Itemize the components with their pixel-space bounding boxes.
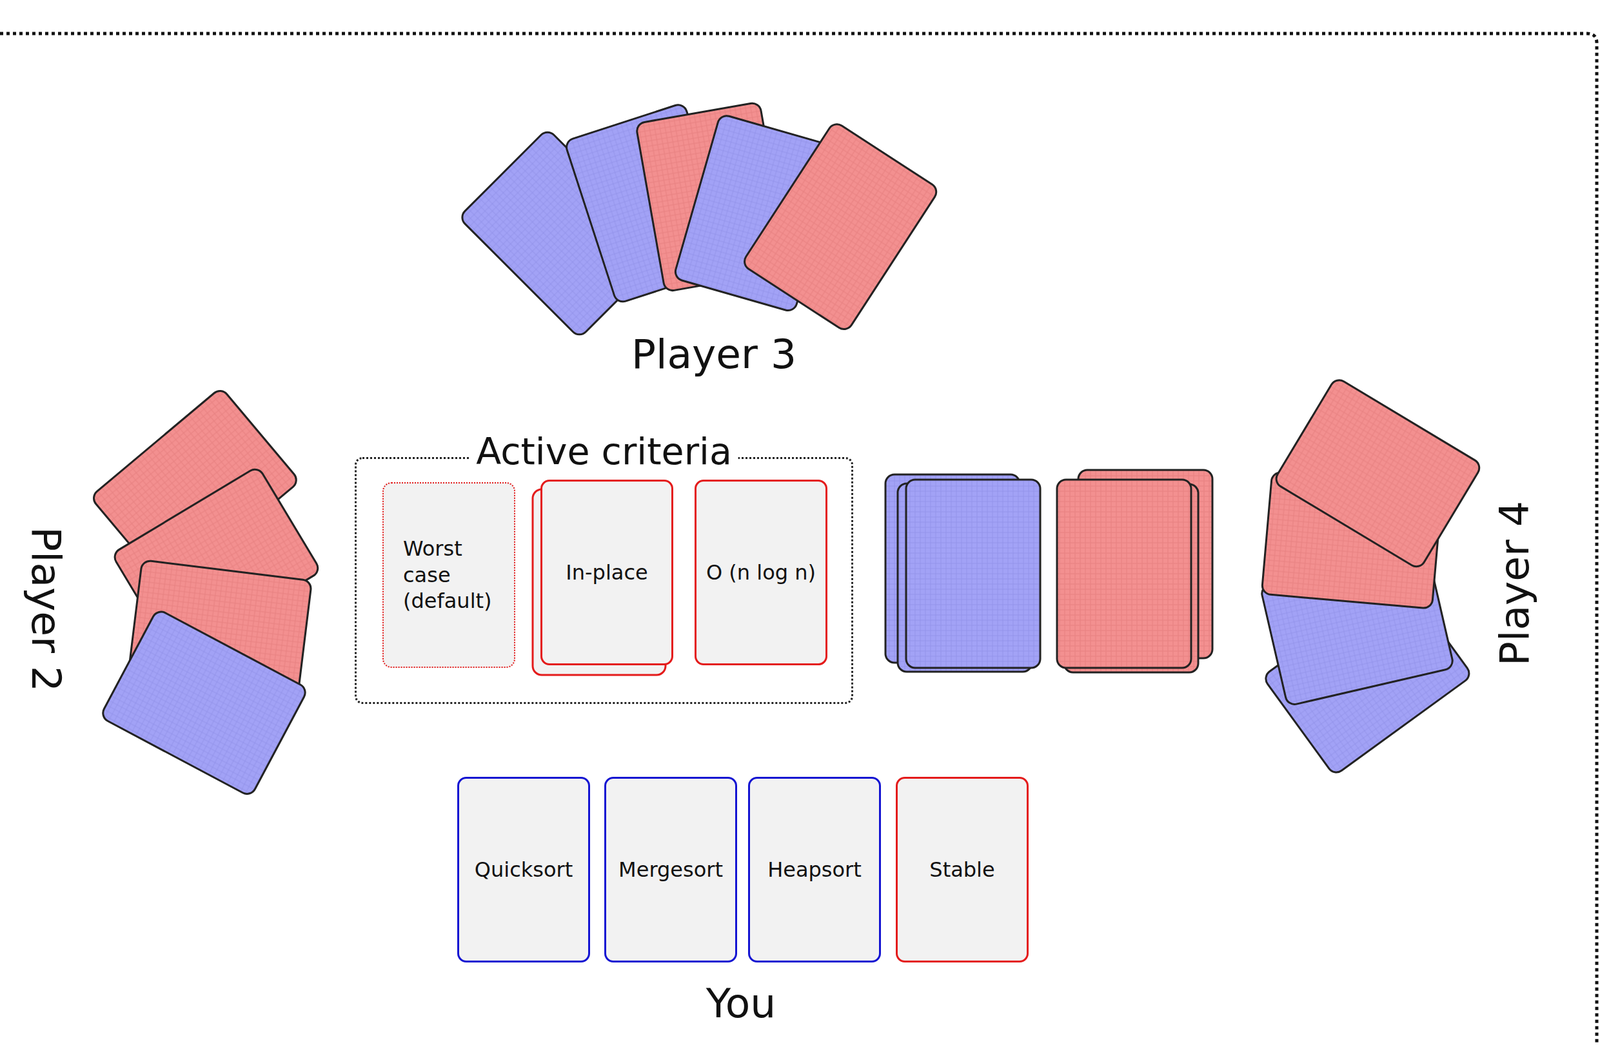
table-border (0, 33, 1597, 1045)
card-back (906, 479, 1041, 669)
player-label: Player 2 (25, 526, 67, 692)
player-hand (458, 101, 940, 339)
player-hand (90, 387, 322, 798)
criteria-area: Active criteriaWorst case (default)In-pl… (354, 457, 854, 705)
card-back (740, 120, 940, 333)
card-back (1056, 479, 1192, 669)
criteria-card: In-place (540, 479, 674, 666)
card-back (1273, 377, 1483, 571)
player-hand (1260, 377, 1483, 777)
property-card: Stable (895, 777, 1029, 963)
algorithm-card: Quicksort (457, 777, 591, 963)
card-text: Quicksort (474, 857, 573, 884)
player-label: Player 4 (1494, 501, 1535, 667)
criteria-card: O (n log n) (694, 479, 828, 666)
player-label: You (706, 983, 777, 1025)
card-text: In-place (565, 559, 648, 587)
draw-pile (1056, 470, 1213, 673)
card-back (99, 608, 309, 798)
card-text: Heapsort (767, 857, 862, 884)
card-text: O (n log n) (706, 559, 816, 587)
card-text: Stable (929, 857, 995, 884)
card-text: Mergesort (618, 857, 723, 884)
draw-pile (885, 474, 1041, 672)
area-heading: Active criteria (469, 430, 739, 474)
player-label: Player 3 (631, 334, 797, 375)
algorithm-card: Mergesort (604, 777, 738, 963)
card-text: Worst case (default) (403, 535, 504, 616)
criteria-card: Worst case (default) (382, 482, 516, 669)
algorithm-card: Heapsort (748, 777, 881, 963)
